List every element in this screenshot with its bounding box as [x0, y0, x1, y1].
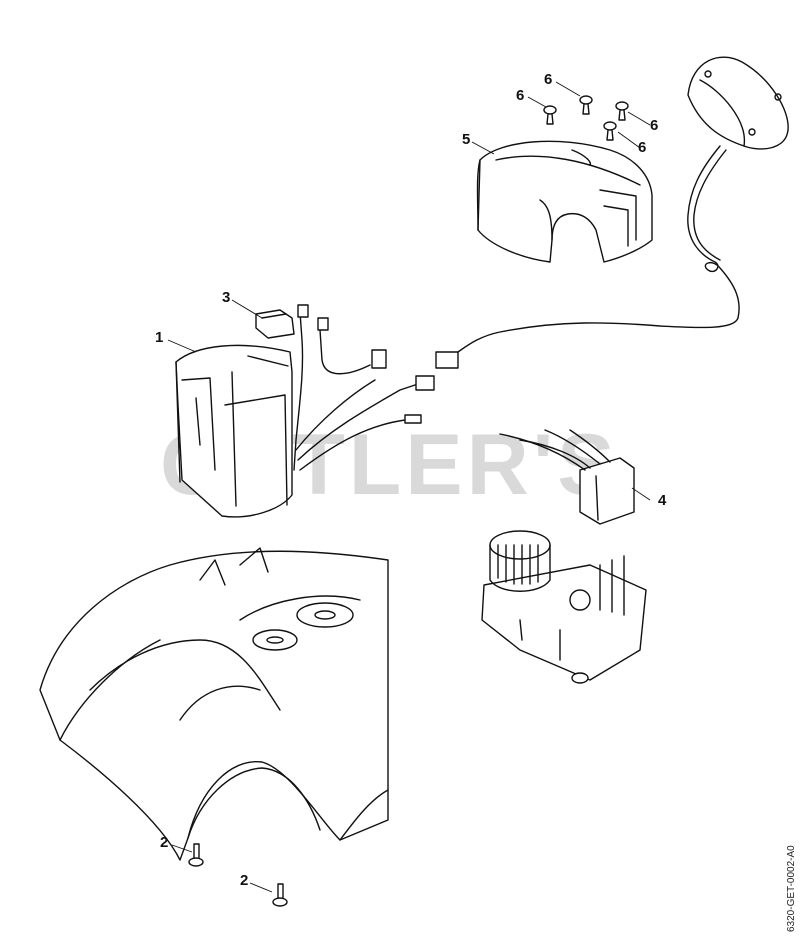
- mower-deck: [39, 547, 389, 861]
- part-4-board: [499, 429, 635, 525]
- document-number: 6320-GET-0002-A0: [786, 845, 797, 932]
- callout-5: 5: [462, 131, 471, 148]
- wiring-harness: [293, 304, 459, 471]
- leader-lines: [167, 81, 651, 893]
- callout-6-right: 6: [650, 117, 659, 134]
- callout-3: 3: [222, 289, 231, 306]
- motor-assembly: [481, 530, 647, 684]
- part-5-cover: [476, 140, 653, 263]
- part-1-housing: [175, 344, 293, 518]
- callout-2-upper: 2: [160, 834, 169, 851]
- callout-2-lower: 2: [240, 872, 249, 889]
- part-6-screws: [543, 95, 629, 141]
- callout-6-top: 6: [544, 71, 553, 88]
- callout-6-left: 6: [516, 87, 525, 104]
- callout-1: 1: [155, 329, 164, 346]
- part-3-switch: [255, 309, 295, 339]
- callout-6-lower: 6: [638, 139, 647, 156]
- callout-4: 4: [658, 492, 667, 509]
- control-knob-assembly: [457, 56, 789, 353]
- part-2-screws: [188, 843, 288, 907]
